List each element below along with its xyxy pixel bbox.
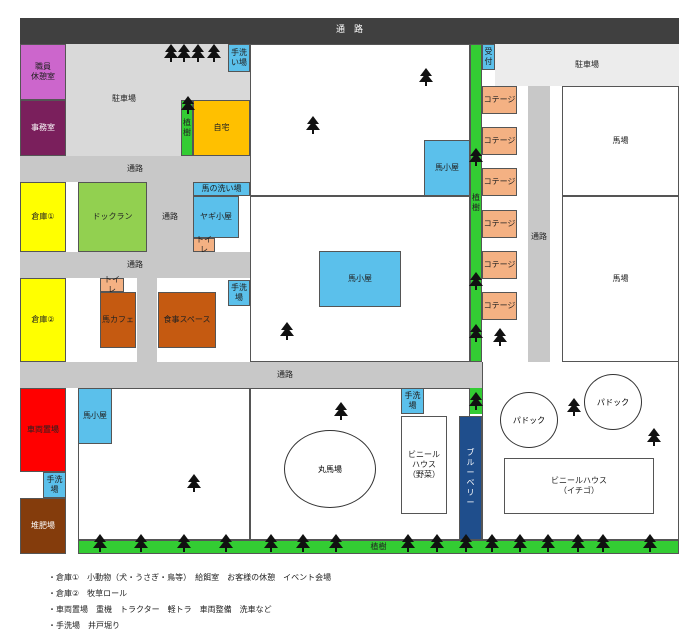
road-main: 通路	[20, 362, 550, 388]
horse-barn-center: 馬小屋	[319, 251, 401, 307]
dining-space: 食事スペース	[158, 292, 216, 348]
top-road: 通 路	[20, 18, 679, 44]
cottage: コテージ	[482, 86, 517, 114]
road-middle-left: 通路	[20, 252, 250, 278]
road-dogrun-side: 通路	[147, 182, 193, 252]
compost-area: 堆肥場	[20, 498, 66, 554]
horse-barn-small: 馬小屋	[424, 140, 470, 196]
cottage: コテージ	[482, 210, 517, 238]
legend-item: ・倉庫① 小動物（犬・うさぎ・鳥等） 給餌室 お客様の休憩 イベント会場	[48, 573, 332, 582]
cottage: コテージ	[482, 251, 517, 279]
wash-area-middle: 手洗場	[228, 280, 250, 306]
horse-cafe: 馬カフェ	[100, 292, 136, 348]
parking-area-right: 駐車場	[495, 44, 679, 86]
wash-area-top: 手洗 い場	[228, 44, 250, 72]
horse-wash-area: 馬の洗い場	[193, 182, 250, 196]
road-upper-left: 通路	[20, 156, 250, 182]
dog-run: ドックラン	[78, 182, 147, 252]
staff-rest-room: 職員 休憩室	[20, 44, 66, 100]
vehicle-area: 車両置場	[20, 388, 66, 472]
road-strip-vertical	[137, 278, 157, 362]
goat-hut: ヤギ小屋	[193, 196, 239, 238]
greenhouse-vegetables: ビニール ハウス （野菜）	[401, 416, 447, 514]
legend-item: ・車両置場 重機 トラクター 軽トラ 車両整備 洗車など	[48, 605, 272, 614]
planting-strip-vertical: 植 樹	[470, 44, 482, 362]
legend-item: ・倉庫② 牧草ロール	[48, 589, 128, 598]
toilet-2: トイレ	[100, 275, 124, 294]
greenhouse-strawberry: ビニールハウス （イチゴ）	[504, 458, 654, 514]
office: 事務室	[20, 100, 66, 156]
legend-item: ・手洗場 井戸堀り	[48, 621, 120, 630]
paddock-1: パドック	[500, 392, 558, 448]
horse-field-lower: 馬場	[562, 196, 679, 362]
reception: 受 付	[482, 44, 495, 70]
warehouse-1: 倉庫①	[20, 182, 66, 252]
planting-strip-small: 植 樹	[181, 100, 193, 156]
wash-area-left: 手洗場	[43, 472, 66, 498]
road-right: 通路	[528, 86, 550, 388]
legend: ・倉庫① 小動物（犬・うさぎ・鳥等） 給餌室 お客様の休憩 イベント会場 ・倉庫…	[48, 570, 331, 634]
horse-field-upper: 馬場	[562, 86, 679, 196]
warehouse-2: 倉庫②	[20, 278, 66, 362]
home: 自宅	[193, 100, 250, 156]
cottage: コテージ	[482, 168, 517, 196]
toilet-1: トイレ	[193, 235, 215, 254]
paddock-2: パドック	[584, 374, 642, 430]
wash-area-lower: 手洗場	[401, 388, 424, 414]
cottage: コテージ	[482, 127, 517, 155]
horse-barn-lower: 馬小屋	[78, 388, 112, 444]
planting-strip-bottom: 植樹	[78, 540, 679, 554]
cottage: コテージ	[482, 292, 517, 320]
round-pen: 丸馬場	[284, 430, 376, 508]
blueberry-field: ブ ル ー ベ リ ー	[459, 416, 482, 540]
